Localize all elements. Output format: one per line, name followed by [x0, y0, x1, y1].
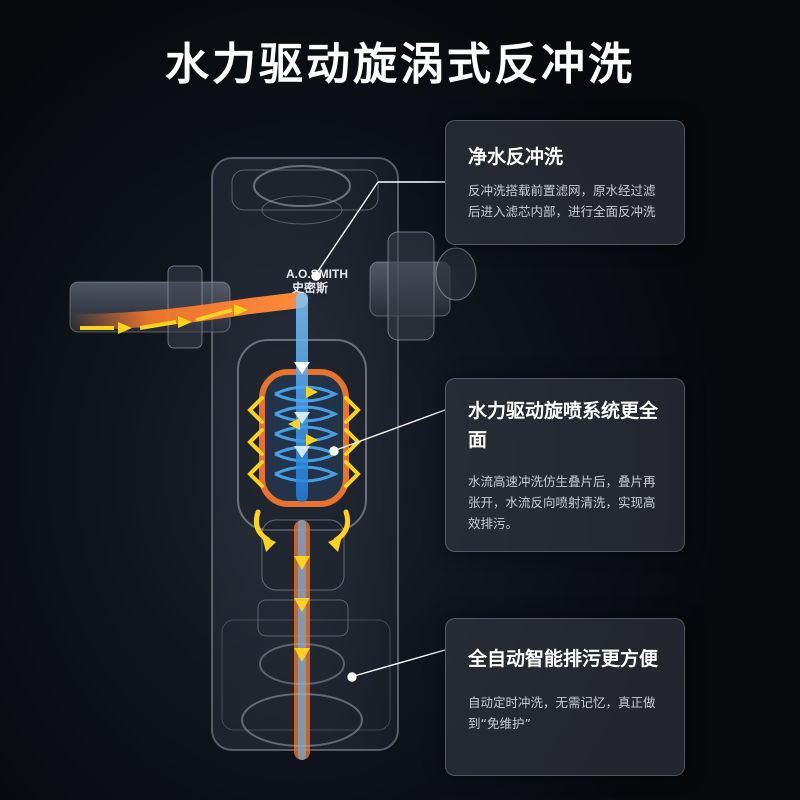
callout-heading: 水力驱动旋喷系统更全面 [468, 400, 659, 451]
page-title: 水力驱动旋涡式反冲洗 [165, 39, 635, 90]
callout-body: 反冲洗搭载前置滤网，原水经过滤后进入滤芯内部，进行全面反冲洗 [468, 183, 656, 219]
callout-body: 水流高速冲洗仿生叠片后，叠片再张开，水流反向喷射清洗，实现高效排污。 [468, 474, 656, 531]
callout-body: 自动定时冲洗，无需记忆，真正做到“免维护” [468, 695, 656, 731]
callout-card-auto-drain: 全自动智能排污更方便 自动定时冲洗，无需记忆，真正做到“免维护” [445, 618, 685, 776]
callout-connectors [311, 181, 446, 682]
inflow-stream [62, 292, 308, 330]
swirl-lines [274, 385, 339, 483]
callout-card-backwash: 净水反冲洗 反冲洗搭载前置滤网，原水经过滤后进入滤芯内部，进行全面反冲洗 [445, 120, 685, 245]
callout-heading: 净水反冲洗 [468, 146, 564, 168]
callout-heading: 全自动智能排污更方便 [468, 648, 659, 670]
callout-card-spray-system: 水力驱动旋喷系统更全面 水流高速冲洗仿生叠片后，叠片再张开，水流反向喷射清洗，实… [445, 378, 685, 552]
brand-logo-line2: 史密斯 [292, 280, 328, 295]
